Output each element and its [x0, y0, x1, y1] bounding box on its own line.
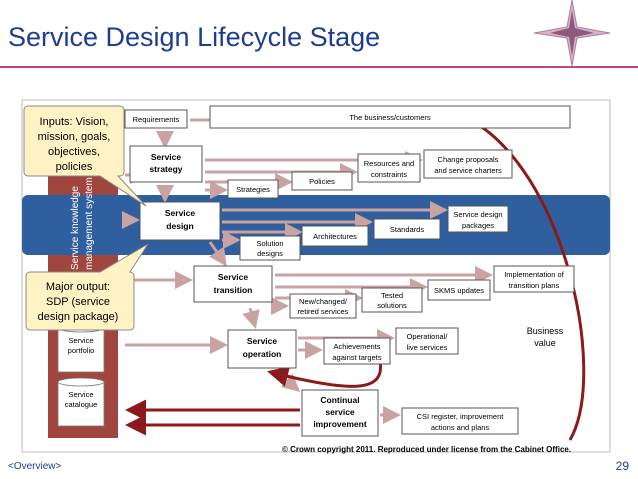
service-design-box: Service design	[139, 201, 221, 241]
standards-label: Standards	[390, 225, 424, 234]
csi-label-2: actions and plans	[431, 423, 490, 432]
output-callout-line3: design package)	[38, 311, 119, 323]
requirements-box: Requirements	[124, 109, 188, 129]
achievements-box: Achievements against targets	[323, 337, 391, 365]
new-changed-label-2: retired services	[298, 307, 349, 316]
change-label-1: Change proposals	[438, 155, 499, 164]
csi-label-1: CSI register, improvement	[417, 412, 505, 421]
inputs-callout-line4: policies	[56, 161, 93, 173]
sdpkg-label-1: Service design	[453, 210, 502, 219]
skms-updates-box: SKMS updates	[427, 279, 491, 301]
strategies-label: Strategies	[236, 185, 270, 194]
operational-label-1: Operational/	[407, 332, 449, 341]
strategies-box: Strategies	[227, 179, 279, 199]
new-changed-label-1: New/changed/	[299, 297, 348, 306]
output-callout-line2: SDP (service	[46, 296, 110, 308]
inputs-callout-line2: mission, goals,	[38, 131, 111, 143]
skms-label-line2: management system	[84, 177, 95, 270]
design-label-2: design	[166, 221, 193, 231]
change-label-2: and service charters	[434, 166, 502, 175]
catalogue-label-1: Service	[68, 390, 93, 399]
output-callout-line1: Major output:	[46, 281, 110, 293]
impl-label-1: Implementation of	[504, 270, 565, 279]
operation-label-2: operation	[243, 349, 282, 359]
change-proposals-box: Change proposals and service charters	[423, 149, 513, 179]
portfolio-label-2: portfolio	[68, 346, 95, 355]
title-divider	[0, 66, 638, 68]
design-label-1: Service	[165, 208, 196, 218]
output-callout: Major output: SDP (service design packag…	[25, 243, 149, 331]
inputs-callout-line1: Inputs: Vision,	[40, 116, 109, 128]
service-transition-box: Service transition	[193, 265, 273, 303]
policies-label: Policies	[309, 177, 335, 186]
operational-label-2: live services	[407, 343, 448, 352]
catalogue-cylinder: Service catalogue	[57, 377, 105, 427]
service-operation-box: Service operation	[227, 329, 297, 369]
implementation-plans-box: Implementation of transition plans	[493, 265, 575, 293]
resources-label-2: constraints	[371, 170, 408, 179]
solution-label-1: Solution	[256, 239, 283, 248]
csi-register-box: CSI register, improvement actions and pl…	[401, 407, 519, 435]
architectures-box: Architectures	[301, 225, 369, 247]
requirements-label: Requirements	[133, 115, 180, 124]
service-strategy-box: Service strategy	[129, 145, 203, 183]
star-shape	[533, 0, 611, 66]
tested-label-2: solutions	[377, 301, 407, 310]
slide-title: Service Design Lifecycle Stage	[8, 22, 381, 52]
improvement-label-2: service	[325, 407, 355, 417]
strategy-label-1: Service	[151, 152, 182, 162]
resources-box: Resources and constraints	[357, 153, 421, 183]
portfolio-cylinder: Service portfolio	[57, 323, 105, 373]
standards-box: Standards	[373, 218, 441, 240]
inputs-callout: Inputs: Vision, mission, goals, objectiv…	[23, 105, 147, 207]
transition-label-1: Service	[218, 272, 249, 282]
business-customers-box: The business/customers	[209, 105, 571, 129]
portfolio-label-1: Service	[68, 336, 93, 345]
skms-updates-label: SKMS updates	[434, 286, 484, 295]
continual-improvement-box: Continual service improvement	[301, 389, 379, 437]
copyright-notice: © Crown copyright 2011. Reproduced under…	[282, 445, 571, 454]
business-value-line1: Business	[527, 326, 564, 336]
improvement-label-1: Continual	[320, 395, 359, 405]
achievements-label-2: against targets	[332, 353, 381, 362]
catalogue-label-2: catalogue	[65, 400, 98, 409]
page-number: 29	[615, 459, 629, 473]
inputs-callout-line3: objectives,	[48, 146, 100, 158]
solution-label-2: designs	[257, 249, 283, 258]
service-design-packages-box: Service design packages	[447, 205, 509, 233]
skms-label-line1: Service knowledge	[70, 186, 81, 270]
tested-label-1: Tested	[381, 291, 403, 300]
overview-link[interactable]: <Overview>	[8, 461, 62, 472]
resources-label-1: Resources and	[364, 159, 414, 168]
solution-designs-box: Solution designs	[239, 235, 301, 261]
architectures-label: Architectures	[313, 232, 357, 241]
achievements-label-1: Achievements	[333, 342, 380, 351]
strategy-label-2: strategy	[149, 164, 182, 174]
operation-label-1: Service	[247, 336, 278, 346]
feedback-arrows	[125, 109, 586, 441]
business-value-line2: value	[534, 338, 556, 348]
new-changed-box: New/changed/ retired services	[289, 293, 357, 319]
transition-label-2: transition	[214, 285, 253, 295]
improvement-label-3: improvement	[313, 419, 367, 429]
operational-services-box: Operational/ live services	[395, 327, 459, 355]
sdpkg-label-2: packages	[462, 221, 494, 230]
impl-label-2: transition plans	[509, 281, 560, 290]
business-customers-label: The business/customers	[349, 113, 431, 122]
tested-solutions-box: Tested solutions	[361, 287, 423, 313]
decorative-star-icon	[533, 0, 611, 66]
policies-box: Policies	[291, 171, 353, 191]
